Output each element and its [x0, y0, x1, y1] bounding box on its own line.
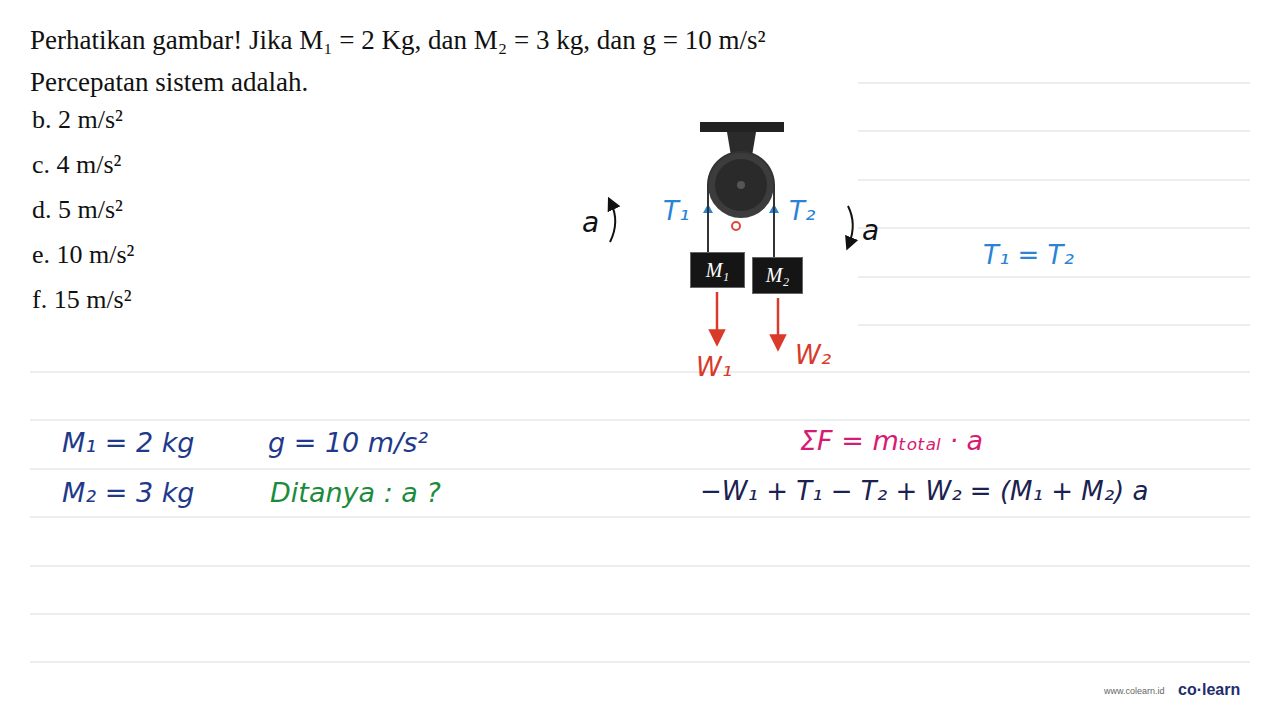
answer-option: f. 15 m/s² — [32, 284, 132, 315]
given-value: M₂ = 3 kg — [62, 477, 194, 509]
given-value: M₁ = 2 kg — [62, 427, 194, 459]
question-text: Perhatikan gambar! Jika M₁ = 2 Kg, dan M… — [30, 20, 860, 104]
center-dot — [732, 222, 740, 230]
answer-option: e. 10 m/s² — [32, 239, 134, 270]
tension-label: T₁ — [663, 196, 689, 227]
given-value: g = 10 m/s² — [268, 427, 428, 459]
newton-law: ΣF = mₜₒₜₐₗ · a — [800, 425, 983, 457]
acceleration-label: a — [862, 214, 879, 248]
acceleration-label: a — [582, 206, 599, 240]
answer-option: b. 2 m/s² — [32, 104, 123, 135]
answer-option: c. 4 m/s² — [32, 149, 121, 180]
watermark-url: www.colearn.id — [1104, 686, 1165, 697]
tension-equality: T₁ = T₂ — [983, 240, 1074, 271]
tension-arrows — [703, 204, 779, 213]
acceleration-arrows — [610, 203, 853, 244]
tension-label: T₂ — [789, 196, 815, 227]
asked-quantity: Ditanya : a ? — [270, 477, 441, 509]
weight-label: W₂ — [795, 340, 831, 371]
weight-label: W₁ — [696, 352, 732, 383]
answer-option: d. 5 m/s² — [32, 194, 123, 225]
mass-label: M₁ — [706, 259, 730, 282]
weight-arrows — [717, 292, 778, 343]
mass-label: M₂ — [766, 264, 790, 287]
force-equation: −W₁ + T₁ − T₂ + W₂ = (M₁ + M₂) a — [700, 476, 1148, 507]
ruled-lines — [30, 83, 1250, 662]
mass-block: M₁ — [690, 252, 745, 288]
watermark-logo: co·learn — [1178, 680, 1240, 699]
rope — [708, 152, 774, 257]
mass-block: M₂ — [752, 257, 803, 294]
